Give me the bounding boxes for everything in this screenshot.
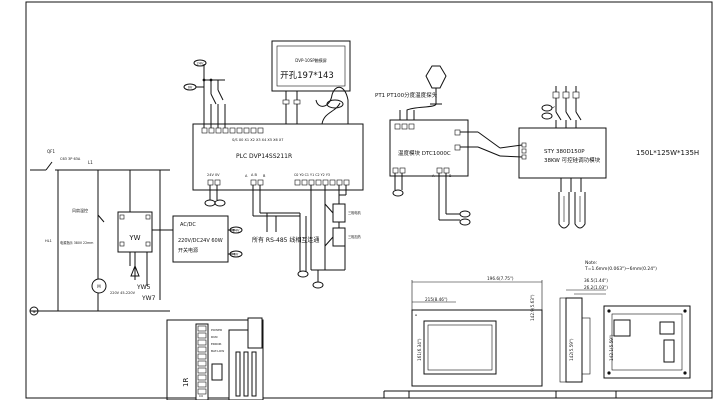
phase-label: L1 — [88, 160, 93, 165]
rs485-note: 所有 RS-485 线相互连通 — [252, 236, 319, 244]
breaker-spec: C63 3P 63A — [60, 157, 81, 161]
rs485-a-label: A — [245, 174, 248, 178]
front-logo: Δ — [415, 313, 418, 317]
yw7-label: YW7 — [141, 295, 156, 302]
psu-0v-node: 0V — [234, 253, 239, 257]
psu-sub: 开关电源 — [178, 247, 198, 254]
motor-spec: 220V 45-220V — [110, 291, 136, 295]
plc-side-terminals — [197, 325, 207, 395]
plc-bottom-terminals: 24V 0V A B C0 Y0 C1 Y1 C2 Y2 Y3 — [207, 173, 350, 186]
dim-inner-height: 142.9(5.63") — [530, 294, 535, 321]
note-text: T=1.6mm(0.063")~6mm(0.24") — [584, 266, 657, 272]
hmi-cutout-label: 开孔197*143 — [280, 71, 334, 81]
relay-label-2: 三相加热 — [348, 234, 362, 239]
plc-title: PLC DVP14SS211R — [236, 153, 292, 160]
dim-depth1: 36.5(1.44") — [584, 278, 608, 283]
plc-led-error: ERROR — [211, 342, 222, 346]
plc-side-view: 1R POWER RUN ERROR BAT.LOW C0 — [166, 317, 264, 401]
left-node-1: HL1 — [45, 239, 52, 243]
breaker-label: QF1 — [47, 149, 55, 154]
dim-top-width: 196.6(7.75") — [487, 276, 514, 281]
plc-0v-node: 0V — [188, 86, 193, 90]
temp-485-a: A — [432, 174, 435, 178]
plc-led-bat: BAT.LOW — [211, 349, 224, 353]
sensor-label: PT1 PT100分度温度探头 — [375, 91, 438, 99]
plc-power-terminal-label: 24V 0V — [207, 173, 220, 177]
temp-module-label: 温度模块 DTC1000C — [398, 149, 451, 157]
motor-text: M — [97, 284, 101, 289]
power-supply — [172, 215, 229, 263]
note-title: Note: — [585, 260, 597, 266]
temp-485-b: B — [449, 174, 452, 178]
relay-label-1: 三相电机 — [348, 210, 362, 215]
fan-label: 风扇温控 — [72, 207, 88, 213]
plc-top-terminal-labels: S/S X0 X1 X2 X3 X4 X5 X6 X7 — [232, 138, 284, 142]
dim-left-height: 161(6.34") — [417, 338, 422, 361]
psu-24v-node: 24V — [233, 229, 240, 233]
scr-description: 38KW 可控硅调功模块 — [544, 156, 601, 164]
psu-spec: 220V/DC24V 60W — [178, 238, 223, 244]
hmi-touchscreen: DVP-10SP触摸屏 开孔197*143 — [271, 40, 351, 125]
plc-main: S/S X0 X1 X2 X3 X4 X5 X6 X7 PLC DVP14SS2… — [183, 59, 364, 217]
hmi-model-label: DVP-10SP触摸屏 — [295, 57, 327, 63]
plc-24v-node: 24V — [197, 62, 204, 66]
yw-label: YW — [128, 234, 140, 242]
plc-side-bottom: C0 — [199, 394, 203, 398]
left-spec-1: 电源指示 380V 22mm — [60, 240, 93, 245]
psu-title: AC/DC — [180, 222, 196, 228]
ground-symbol: ⊕ — [32, 309, 35, 314]
dim-depth2: 26.2(1.03") — [584, 285, 608, 290]
rs485-b-label: B — [263, 174, 266, 178]
power-distribution: QF1 C63 3P 63A L1 ⊕ HL1 电源指示 380V 22mm 风… — [29, 149, 243, 316]
plc-side-label: 1R — [182, 378, 190, 387]
motor-symbol — [91, 278, 107, 294]
temperature-module: PT1 PT100分度温度探头 温度模块 DTC1000C A B — [375, 65, 501, 226]
plc-output-relays: 三相电机 三相加热 — [310, 185, 362, 289]
dim-inner-width: 215(8.46") — [425, 297, 448, 302]
hmi-dimension-drawing: Note: T=1.6mm(0.063")~6mm(0.24") Δ 215(8… — [411, 260, 691, 387]
plc-485-terminal-label: A B — [251, 173, 258, 177]
plc-led-power: POWER — [211, 328, 222, 332]
drawing-frame — [25, 1, 713, 399]
yw5-label: YW5 — [136, 284, 151, 291]
dim-right-height: 142.1(5.59") — [609, 334, 614, 361]
title-block — [383, 390, 712, 398]
scr-power-module: STY 380D150P 38KW 可控硅调功模块 150L*125W*135H — [499, 86, 699, 229]
scr-dimensions: 150L*125W*135H — [636, 149, 699, 157]
dim-side-height: 142(5.59") — [569, 338, 574, 361]
plc-output-terminal-label: C0 Y0 C1 Y1 C2 Y2 Y3 — [294, 173, 330, 177]
scr-model: STY 380D150P — [544, 149, 585, 155]
plc-led-run: RUN — [211, 335, 218, 339]
